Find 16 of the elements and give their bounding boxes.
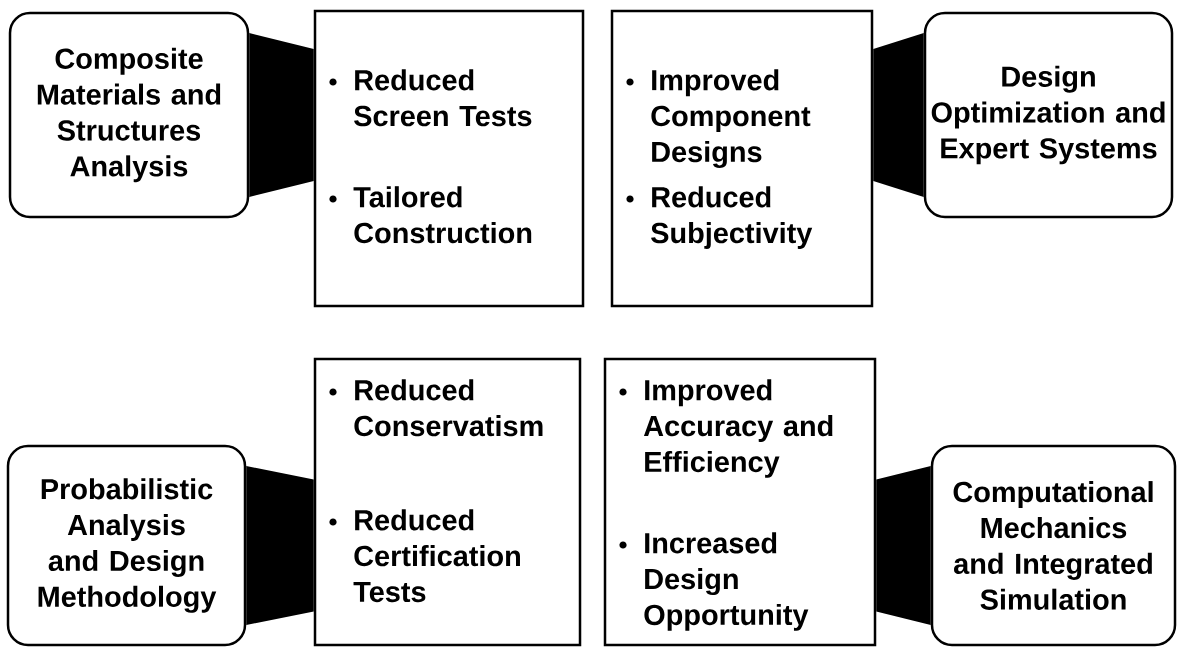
rounded-box: Composite Materials and Structures Analysis [8, 11, 250, 219]
rounded-box: Computational Mechanics and Integrated Simulation [930, 444, 1177, 647]
rounded-box: Design Optimization and Expert Systems [923, 11, 1174, 219]
rounded-box: Probabilistic Analysis and Design Methodology [6, 444, 247, 647]
funnel-connector [246, 466, 314, 625]
list-item: Tailored Construction [329, 186, 532, 244]
list-item: Reduced Screen Tests [329, 69, 532, 127]
funnel-connector [873, 33, 924, 197]
list-item: Reduced Subjectivity [626, 186, 813, 249]
list-item: Improved Component Designs [626, 69, 811, 168]
funnel-connector [876, 466, 931, 625]
list-item: Improved Accuracy and Efficiency [619, 379, 833, 478]
list-item: Reduced Conservatism [329, 379, 543, 437]
funnel-connector [249, 33, 314, 197]
list-item: Reduced Certification Tests [329, 509, 520, 603]
list-item: Increased Design Opportunity [619, 532, 809, 631]
